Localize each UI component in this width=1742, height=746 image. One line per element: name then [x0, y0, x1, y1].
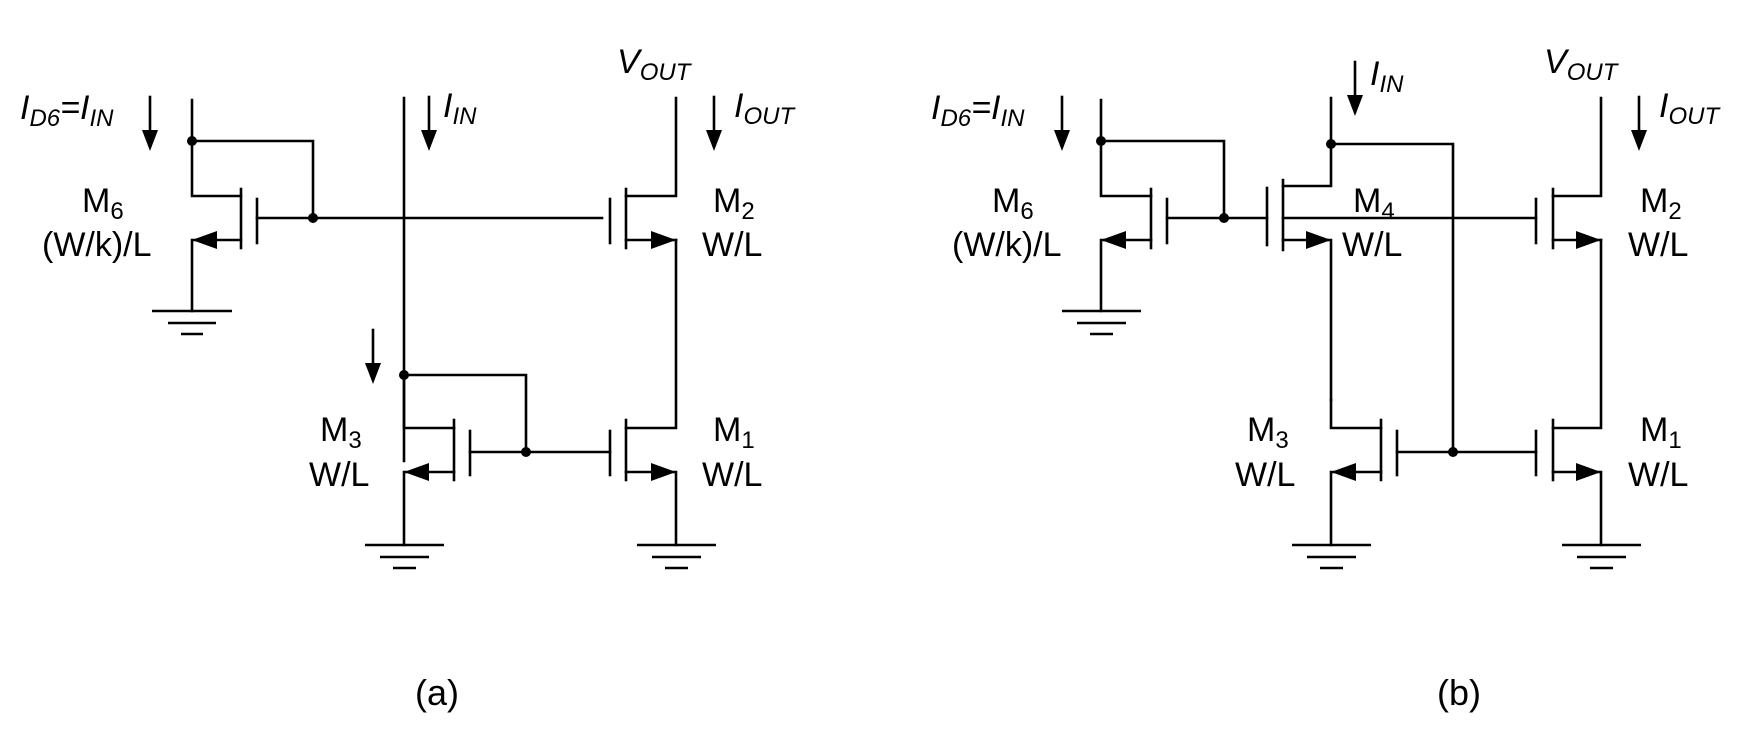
transistor-m3-b [1329, 398, 1538, 547]
ground-m6-b [1062, 309, 1141, 336]
ground-m3-a [365, 543, 444, 570]
label-m2-b: M2 [1640, 182, 1682, 225]
label-m1-b: M1 [1640, 411, 1682, 454]
current-arrows-b [1054, 60, 1647, 151]
transistor-m3-a [399, 370, 612, 547]
label-m2-ratio-b: W/L [1628, 226, 1688, 264]
label-m1-ratio-a: W/L [702, 456, 762, 494]
label-vout-b: VOUT [1544, 43, 1620, 86]
node-dot [1326, 139, 1336, 149]
m3-a-source-arrow [404, 463, 429, 481]
m2-b-source-arrow [1576, 231, 1601, 249]
m6-b-source-arrow [1101, 231, 1126, 249]
circuit-b: ID6=IIN IIN VOUT IOUT M6 (W/k)/L M4 W/L … [931, 43, 1721, 713]
label-iin-b: IIN [1370, 55, 1404, 98]
label-id6-a: ID6=IIN [20, 89, 114, 132]
label-m6-ratio-b: (W/k)/L [952, 226, 1062, 264]
m6-a-source-arrow [192, 231, 217, 249]
caption-b: (b) [1437, 672, 1481, 713]
node-dot [1448, 447, 1458, 457]
node-dot [308, 213, 318, 223]
node-dot [1219, 213, 1229, 223]
transistor-m1-b [1534, 238, 1603, 547]
label-m6-ratio-a: (W/k)/L [42, 226, 152, 264]
transistor-m2-a [608, 96, 678, 250]
ground-m1-a [637, 543, 716, 570]
transistor-m6-b [1096, 98, 1269, 313]
node-dot [521, 447, 531, 457]
m2-a-source-arrow [651, 231, 676, 249]
m4-b-source-arrow [1306, 231, 1331, 249]
transistor-m2-b [1534, 96, 1603, 250]
transistor-m1-a [608, 238, 678, 547]
label-m3-ratio-b: W/L [1235, 456, 1295, 494]
label-vout-a: VOUT [617, 43, 693, 86]
label-iin-a: IIN [443, 87, 477, 130]
ground-m3-b [1292, 543, 1371, 570]
label-m2-a: M2 [713, 182, 755, 225]
label-iout-b: IOUT [1659, 87, 1721, 130]
label-id6-b: ID6=IIN [931, 89, 1025, 132]
node-dot [1096, 136, 1106, 146]
current-arrows-a [142, 95, 722, 384]
m3-b-source-arrow [1331, 463, 1356, 481]
label-m6-a: M6 [82, 182, 124, 225]
label-m4-ratio-b: W/L [1342, 226, 1402, 264]
node-dot [187, 136, 197, 146]
m1-a-source-arrow [651, 463, 676, 481]
label-m4-b: M4 [1353, 182, 1395, 225]
label-m3-a: M3 [320, 411, 362, 454]
circuit-a: ID6=IIN IIN VOUT IOUT M6 (W/k)/L M2 W/L … [20, 43, 796, 713]
label-m1-a: M1 [713, 411, 755, 454]
label-m6-b: M6 [992, 182, 1034, 225]
ground-m1-b [1562, 543, 1641, 570]
bias-wire-b [1329, 142, 1455, 454]
node-dot [399, 370, 409, 380]
label-m3-b: M3 [1247, 411, 1289, 454]
label-iout-a: IOUT [734, 87, 796, 130]
m1-b-source-arrow [1576, 463, 1601, 481]
label-m2-ratio-a: W/L [702, 226, 762, 264]
label-m3-ratio-a: W/L [309, 456, 369, 494]
transistor-m4-b [1265, 96, 1538, 402]
transistor-m6-a [187, 98, 604, 313]
caption-a: (a) [415, 672, 459, 713]
ground-m6-a [152, 309, 232, 336]
label-m1-ratio-b: W/L [1628, 456, 1688, 494]
